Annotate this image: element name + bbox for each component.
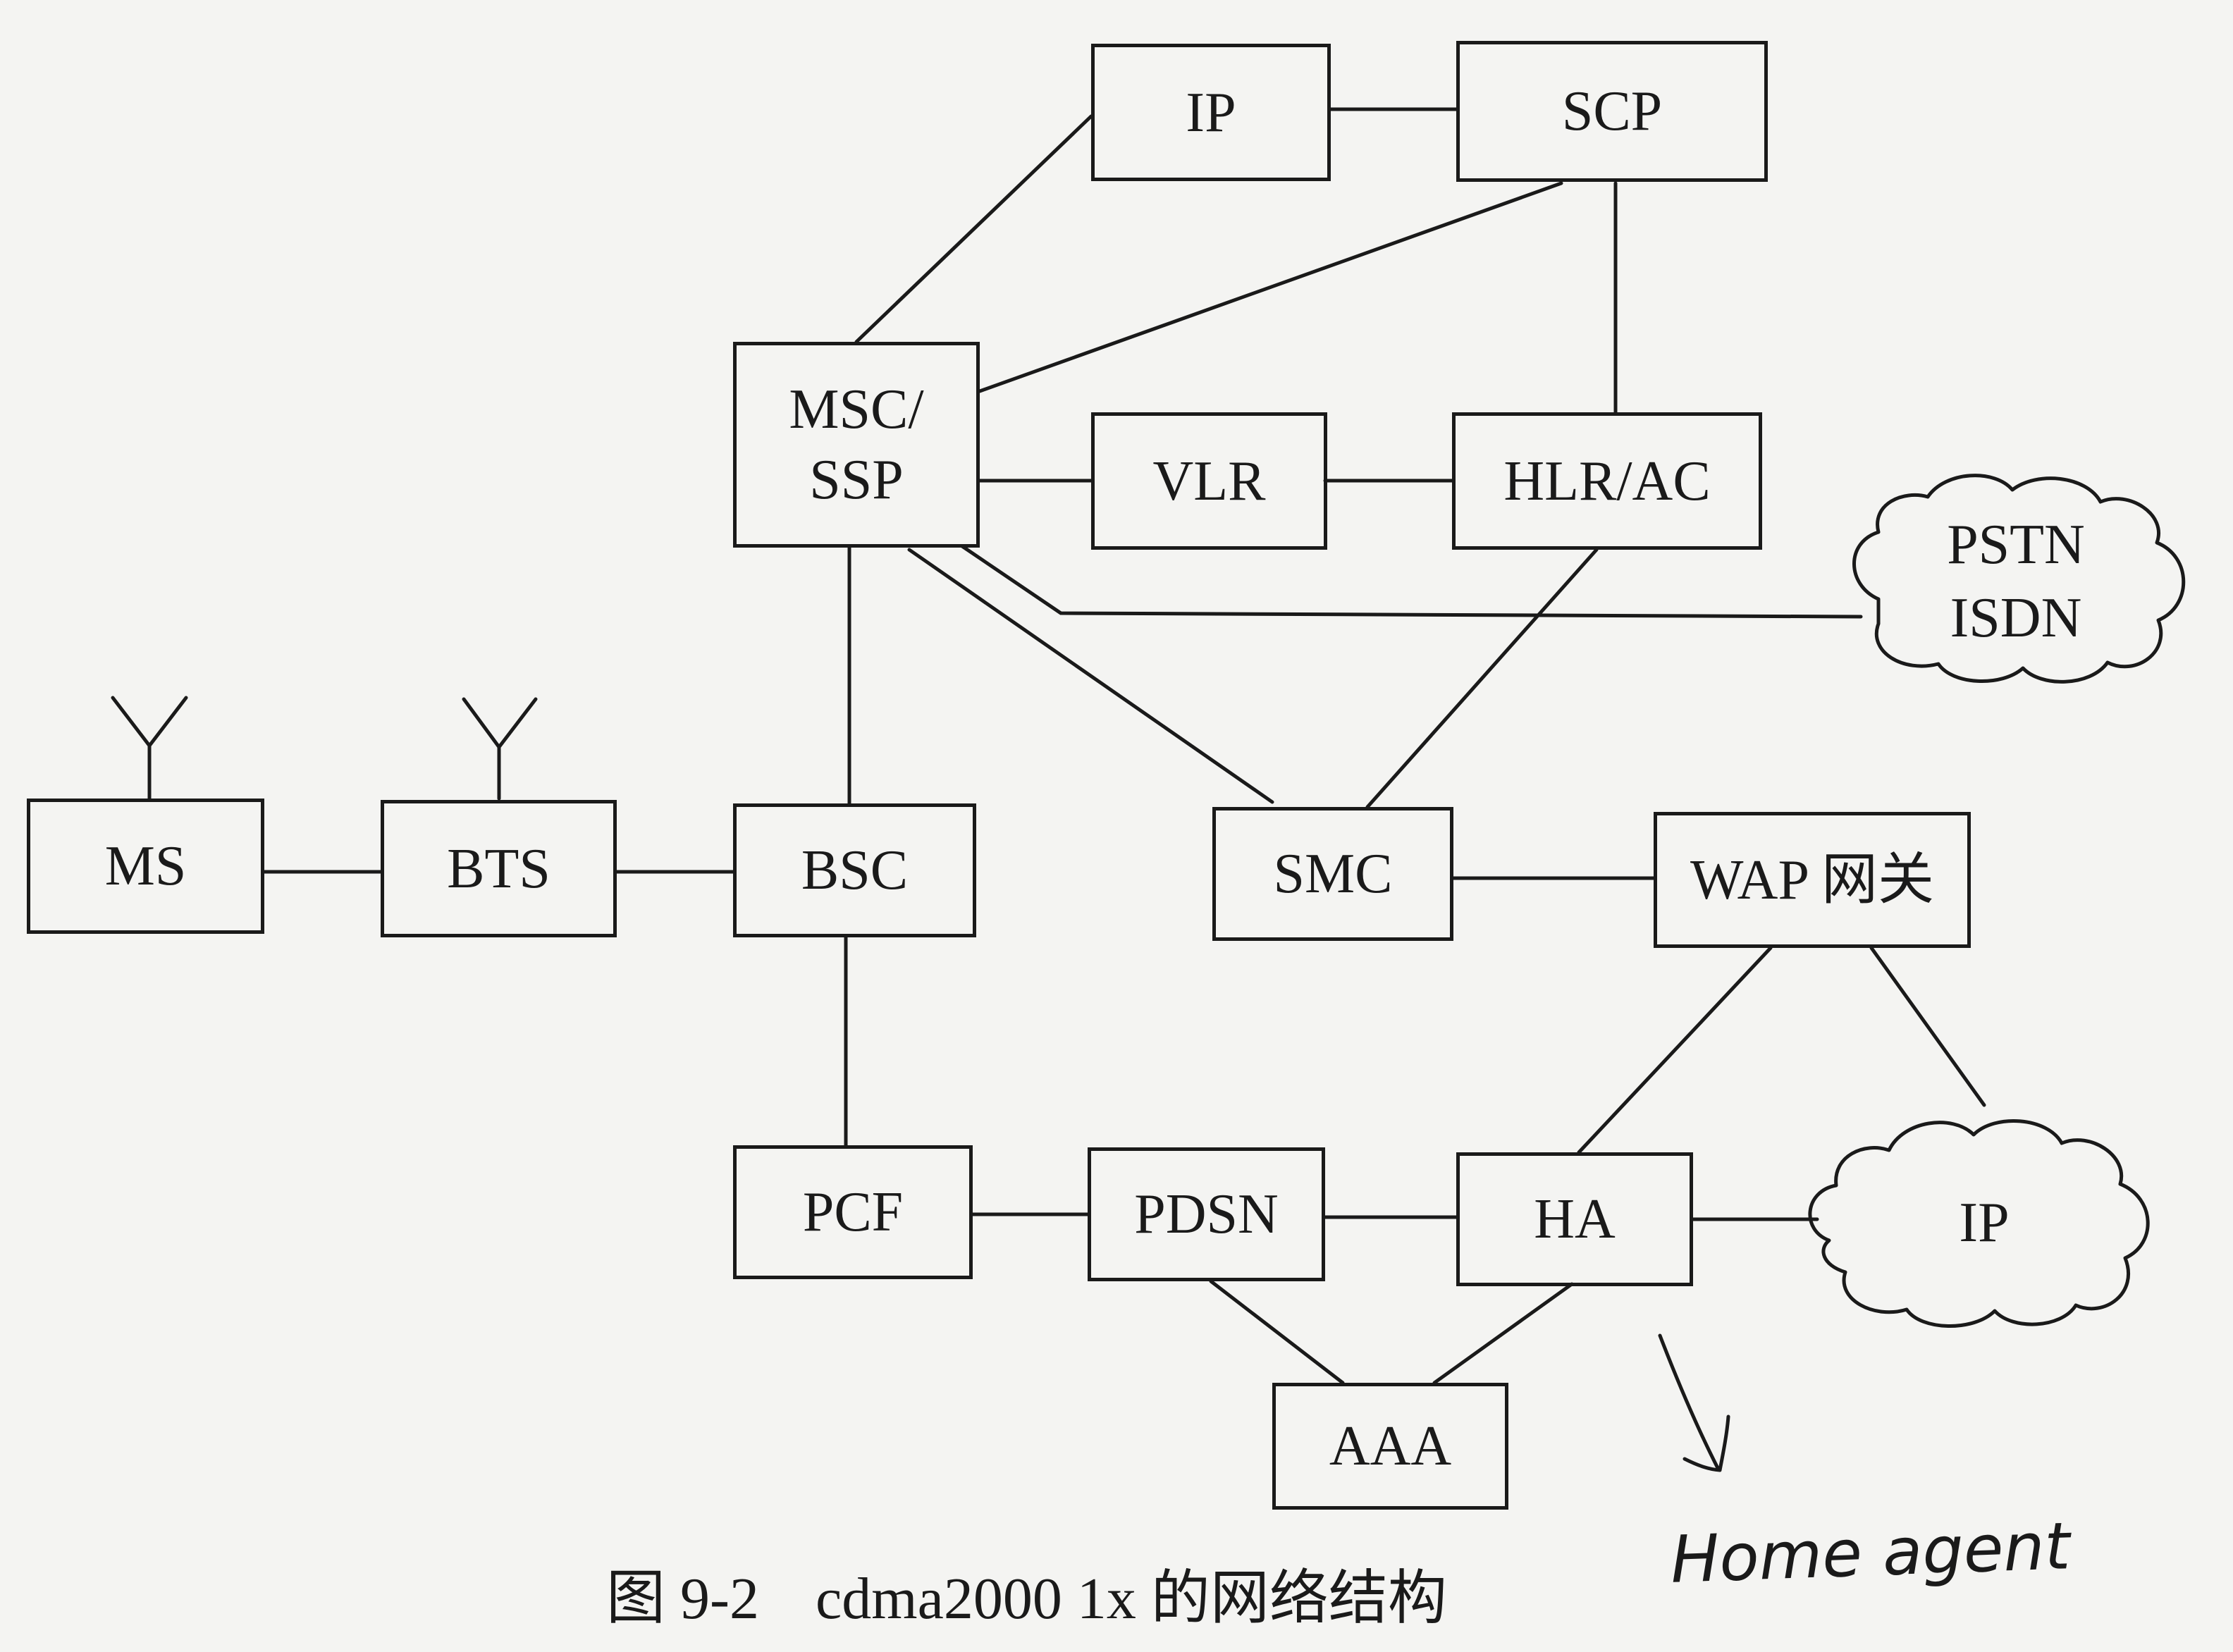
link-msc-smc (907, 548, 1274, 804)
link-msc-pstn (960, 544, 1863, 619)
pdsn-node: PDSN (1088, 1147, 1325, 1281)
ip-node-label: IP (1186, 81, 1236, 144)
pstn-cloud-icon (1852, 474, 2186, 684)
msc-ssp-node: MSC/ SSP (733, 342, 980, 548)
smc-node: SMC (1212, 807, 1453, 941)
wap-gateway-node: WAP 网关 (1654, 812, 1971, 948)
link-hlr-smc (1365, 548, 1599, 809)
handwritten-arrow-icon (1658, 1333, 1730, 1472)
link-scp-msc (978, 181, 1563, 393)
bsc-node: BSC (733, 803, 976, 937)
handwritten-annotation: Home agent (1669, 1508, 2072, 1598)
ha-node: HA (1456, 1152, 1693, 1286)
ip-node: IP (1091, 44, 1331, 181)
wap-gateway-node-label: WAP 网关 (1690, 849, 1934, 911)
pstn-isdn-cloud-label: PSTN ISDN (1947, 514, 2085, 649)
pdsn-node-label: PDSN (1134, 1183, 1279, 1245)
bts-antenna-icon (462, 697, 538, 801)
pcf-node-label: PCF (802, 1181, 904, 1243)
figure-caption: 图 9-2 cdma2000 1x 的网络结构 (606, 1551, 1593, 1636)
figure-title: cdma2000 1x 的网络结构 (815, 1566, 1447, 1632)
hlr-ac-node: HLR/AC (1452, 412, 1762, 550)
bts-node-label: BTS (447, 837, 550, 900)
pcf-node: PCF (733, 1145, 973, 1279)
ip-cloud-label: IP (1959, 1192, 2010, 1254)
aaa-node-label: AAA (1329, 1415, 1452, 1477)
scp-node: SCP (1456, 41, 1768, 182)
smc-node-label: SMC (1273, 843, 1393, 905)
figure-number: 图 9-2 (606, 1566, 759, 1632)
bsc-node-label: BSC (801, 839, 909, 901)
link-wap-ha (1577, 946, 1773, 1154)
ms-antenna-icon (111, 696, 188, 801)
bts-node: BTS (381, 800, 617, 937)
ms-node: MS (27, 799, 264, 934)
ha-node-label: HA (1534, 1188, 1616, 1250)
link-pdsn-aaa (1209, 1279, 1345, 1385)
ip-cloud-icon (1808, 1119, 2150, 1328)
link-ha-aaa (1432, 1282, 1574, 1385)
scp-node-label: SCP (1561, 80, 1663, 142)
hlr-ac-node-label: HLR/AC (1503, 450, 1711, 512)
vlr-node-label: VLR (1152, 450, 1266, 512)
aaa-node: AAA (1272, 1383, 1508, 1510)
link-wap-ipcloud (1869, 946, 1986, 1107)
msc-ssp-node-label: MSC/ SSP (789, 378, 924, 511)
vlr-node: VLR (1091, 412, 1327, 550)
ms-node-label: MS (104, 835, 187, 897)
link-ip-msc (854, 114, 1093, 344)
